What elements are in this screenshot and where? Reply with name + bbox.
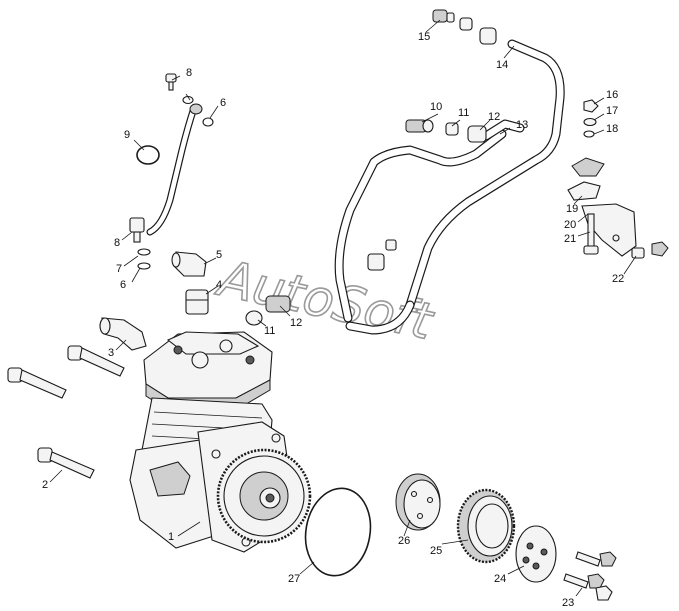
- clamp-19-upper: [571, 157, 605, 177]
- plate-24: [515, 525, 557, 583]
- compressor-1: [129, 331, 312, 553]
- washer-6-top: [202, 117, 214, 127]
- washer-7: [137, 248, 151, 256]
- callout-10: 10: [430, 101, 442, 113]
- washer-18: [583, 130, 595, 138]
- callout-4: 4: [216, 279, 222, 291]
- nut-15b: [459, 17, 473, 31]
- pipe-14: [345, 39, 565, 335]
- callout-18: 18: [606, 123, 618, 135]
- callout-12-lower: 12: [290, 317, 302, 329]
- callout-15: 15: [418, 31, 430, 43]
- callout-11-lower: 11: [264, 325, 275, 337]
- callout-8-lower: 8: [114, 237, 120, 249]
- callout-25: 25: [430, 545, 442, 557]
- nut-23-c: [595, 585, 613, 601]
- callout-9: 9: [124, 129, 130, 141]
- fitting-8-top: [165, 73, 177, 91]
- callout-16: 16: [606, 89, 618, 101]
- callout-21: 21: [564, 233, 576, 245]
- callout-6-lower: 6: [120, 279, 126, 291]
- pipe-9: [146, 104, 198, 236]
- bolt-2-a: [7, 367, 67, 399]
- leader-lines: [49, 19, 637, 597]
- pipe-13: [334, 119, 525, 323]
- nut-11-top: [445, 122, 459, 136]
- nut-mid-a: [385, 239, 397, 251]
- clamp-19-lower: [567, 181, 601, 201]
- elbow-5: [171, 251, 207, 277]
- callout-8-top: 8: [186, 67, 192, 79]
- nut-16: [583, 99, 599, 113]
- fitting-12-lower: [265, 295, 291, 313]
- fitting-mid-b: [367, 253, 385, 271]
- nut-12-top: [467, 125, 487, 143]
- callout-12-top: 12: [488, 111, 500, 123]
- nut-11-lower: [245, 310, 263, 326]
- callout-19: 19: [566, 203, 578, 215]
- nut-22: [631, 241, 669, 259]
- fitting-14-end: [479, 27, 497, 45]
- callout-26: 26: [398, 535, 410, 547]
- o-ring-27: [304, 487, 372, 577]
- callout-6-top: 6: [220, 97, 226, 109]
- fitting-10: [405, 119, 434, 133]
- bolt-21: [583, 213, 599, 255]
- fitting-8-lower: [129, 217, 145, 243]
- elbow-3: [99, 317, 147, 351]
- callout-14: 14: [496, 59, 508, 71]
- callout-5: 5: [216, 249, 222, 261]
- bolt-2-b: [67, 345, 125, 377]
- bolt-23-a: [575, 551, 617, 567]
- bolt-2-c: [37, 447, 95, 479]
- gear-25: [456, 488, 516, 564]
- callout-20: 20: [564, 219, 576, 231]
- hub-26: [395, 473, 441, 531]
- callout-27: 27: [288, 573, 300, 585]
- fitting-15: [432, 9, 455, 23]
- bolt-23-b: [563, 573, 605, 589]
- callout-7: 7: [116, 263, 122, 275]
- callout-11-top: 11: [458, 107, 469, 119]
- callout-22: 22: [612, 273, 624, 285]
- fitting-4: [185, 289, 209, 315]
- callout-17: 17: [606, 105, 618, 117]
- washer-6-lower: [137, 262, 151, 270]
- callout-24: 24: [494, 573, 506, 585]
- callout-23: 23: [562, 597, 574, 609]
- callout-1: 1: [168, 531, 174, 543]
- washer-17: [583, 117, 597, 127]
- callout-3: 3: [108, 347, 114, 359]
- callout-13: 13: [516, 119, 528, 131]
- callout-labels: 1 2 3 4 5 6 6 7 8 8 9 10 11 11 12 12 13 …: [42, 31, 624, 609]
- callout-2: 2: [42, 479, 48, 491]
- seal-ring-9: [136, 145, 160, 165]
- banjo-fitting: [189, 103, 203, 115]
